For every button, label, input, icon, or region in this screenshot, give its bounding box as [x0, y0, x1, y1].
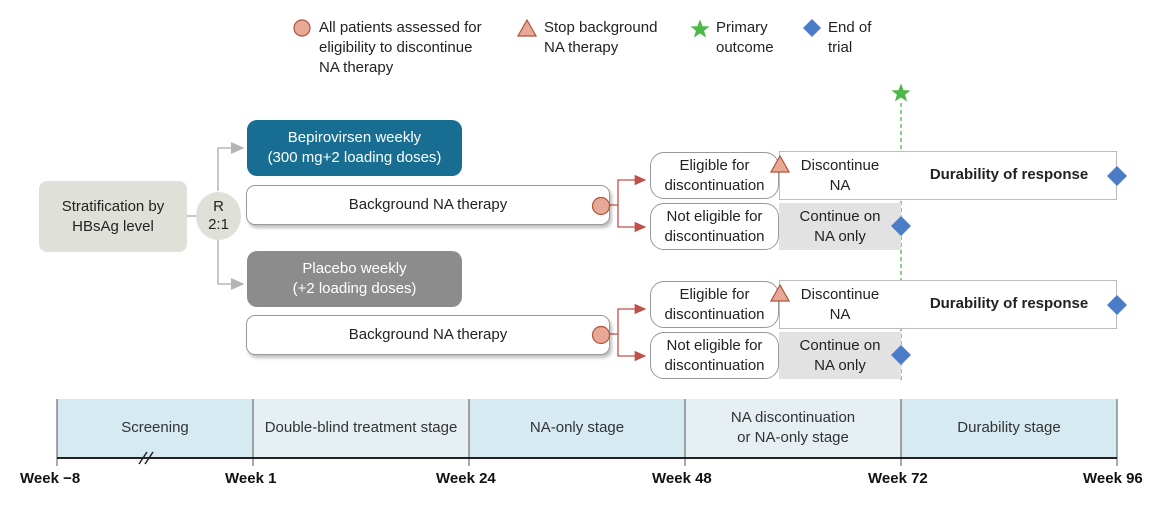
not-eligible-line: discontinuation [664, 227, 765, 245]
discontinue-line: Discontinue [800, 286, 880, 303]
legend-assessed-line: eligibility to discontinue [319, 39, 473, 56]
eligible-line: Eligible for [679, 285, 750, 303]
end-of-trial-diamond-icon [891, 216, 911, 236]
eligible-line: Eligible for [679, 156, 750, 174]
durability-label: Durability of response [929, 295, 1089, 312]
week-label: Week 1 [225, 470, 277, 487]
not-eligible-pill-top: Not eligible for discontinuation [650, 203, 779, 250]
background-therapy-box-top: Background NA therapy [246, 185, 610, 225]
continue-na-box-top: Continue on NA only [779, 203, 901, 250]
eligibility-branch-arrow [610, 174, 647, 206]
bepirovirsen-arm-box: Bepirovirsen weekly (300 mg+2 loading do… [247, 120, 462, 176]
randomization-split-line [217, 142, 245, 191]
stratification-box: Stratification by HBsAg level [39, 181, 187, 252]
stratification-line: HBsAg level [72, 217, 154, 235]
not-eligible-line: Not eligible for [666, 336, 763, 354]
assessment-circle-icon [591, 325, 611, 345]
week-label: Week 48 [652, 470, 712, 487]
end-of-trial-diamond-icon [1107, 295, 1127, 315]
bepirovirsen-line: (300 mg+2 loading doses) [267, 149, 442, 166]
legend-primary-line: Primary [716, 19, 768, 36]
eligible-line: discontinuation [664, 305, 765, 323]
legend-star-icon [690, 19, 710, 38]
assessment-circle-icon [591, 196, 611, 216]
stage-screening: Screening [57, 399, 253, 457]
legend-stop-line: Stop background [544, 19, 658, 36]
axis-break-mark [138, 451, 148, 465]
randomization-line: R [213, 198, 224, 215]
durability-row-top [779, 151, 1117, 200]
placebo-line: Placebo weekly [302, 260, 407, 277]
stage-label: NA discontinuation [730, 409, 856, 426]
background-therapy-box-bottom: Background NA therapy [246, 315, 610, 355]
not-eligible-line: Not eligible for [666, 207, 763, 225]
durability-row-bottom [779, 280, 1117, 329]
stage-label: Screening [121, 419, 189, 436]
week-label: Week 96 [1083, 470, 1143, 487]
eligible-pill-bottom: Eligible for discontinuation [650, 281, 779, 328]
end-of-trial-diamond-icon [1107, 166, 1127, 186]
discontinue-line: NA [829, 177, 851, 194]
not-eligible-pill-bottom: Not eligible for discontinuation [650, 332, 779, 379]
legend-end-line: trial [828, 39, 853, 56]
end-of-trial-diamond-icon [891, 345, 911, 365]
legend-stop: Stop background NA therapy [544, 18, 657, 58]
durability-label: Durability of response [929, 166, 1089, 183]
stratification-line: Stratification by [61, 197, 165, 215]
eligibility-branch-arrow [610, 303, 647, 335]
placebo-arm-box: Placebo weekly (+2 loading doses) [247, 251, 462, 307]
legend-primary-line: outcome [716, 39, 774, 56]
stage-double-blind: Double-blind treatment stage [253, 399, 469, 457]
randomization-split-line [217, 240, 245, 290]
continue-line: NA only [814, 356, 866, 374]
primary-outcome-star-icon [891, 83, 911, 102]
discontinue-line: Discontinue [800, 157, 880, 174]
legend-assessed-line: NA therapy [319, 59, 394, 76]
axis-break-mark [144, 451, 154, 465]
bepirovirsen-line: Bepirovirsen weekly [287, 129, 422, 146]
week-label: Week 72 [868, 470, 928, 487]
durability-label-top: Durability of response [905, 162, 1113, 188]
stage-label: Double-blind treatment stage [264, 419, 458, 436]
legend-diamond-icon [803, 19, 821, 37]
stage-label: Durability stage [957, 419, 1061, 436]
continue-line: NA only [814, 227, 866, 245]
background-therapy-label: Background NA therapy [348, 196, 508, 213]
week-label: Week −8 [20, 470, 81, 487]
stage-durability: Durability stage [901, 399, 1117, 457]
discontinue-na-label-bottom: Discontinue NA [785, 284, 895, 326]
stage-label: or NA-only stage [737, 429, 849, 446]
stop-therapy-triangle-icon [770, 284, 790, 302]
eligibility-branch-arrow [617, 205, 647, 233]
stop-therapy-triangle-icon [770, 155, 790, 173]
stage-na-only: NA-only stage [469, 399, 685, 457]
legend-triangle-icon [517, 19, 537, 37]
background-therapy-label: Background NA therapy [348, 326, 508, 343]
legend-circle-icon [293, 19, 311, 37]
eligible-line: discontinuation [664, 176, 765, 194]
continue-na-box-bottom: Continue on NA only [779, 332, 901, 379]
placebo-line: (+2 loading doses) [292, 280, 417, 297]
legend-end-line: End of [828, 19, 872, 36]
eligibility-branch-arrow [617, 334, 647, 362]
continue-line: Continue on [799, 336, 881, 354]
discontinue-line: NA [829, 306, 851, 323]
legend-primary: Primary outcome [716, 18, 774, 58]
legend-assessed-line: All patients assessed for [319, 19, 482, 36]
durability-label-bottom: Durability of response [905, 291, 1113, 317]
continue-line: Continue on [799, 207, 881, 225]
randomization-circle: R 2:1 [196, 192, 241, 240]
week-label: Week 24 [436, 470, 496, 487]
eligible-pill-top: Eligible for discontinuation [650, 152, 779, 199]
not-eligible-line: discontinuation [664, 356, 765, 374]
randomization-line: 2:1 [208, 216, 229, 233]
stage-na-discontinuation: NA discontinuation or NA-only stage [685, 399, 901, 457]
legend-assessed: All patients assessed for eligibility to… [319, 18, 482, 78]
stage-label: NA-only stage [529, 419, 625, 436]
legend-stop-line: NA therapy [544, 39, 619, 56]
discontinue-na-label-top: Discontinue NA [785, 155, 895, 197]
legend-end: End of trial [828, 18, 871, 58]
